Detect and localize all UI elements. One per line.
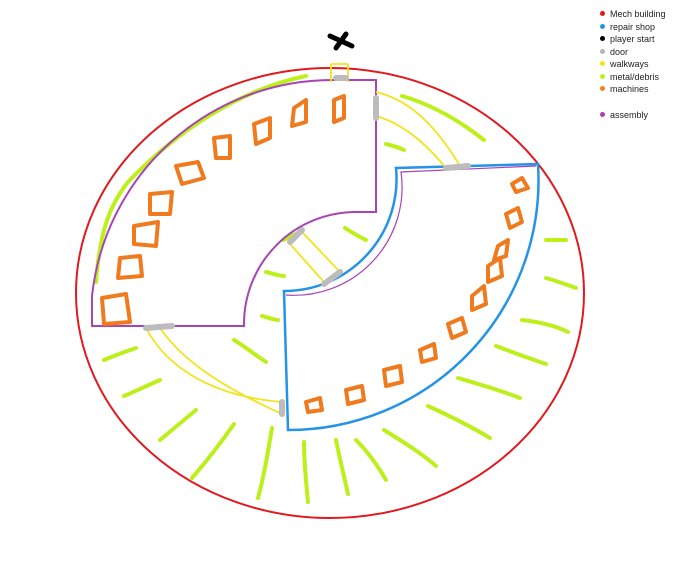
machine xyxy=(418,342,438,364)
walkway-ne-inner xyxy=(375,115,447,169)
legend-label: walkways xyxy=(610,59,649,69)
legend-dot xyxy=(600,48,605,54)
legend-label: Mech building xyxy=(610,9,666,19)
machine xyxy=(382,364,404,388)
door-center-west xyxy=(287,227,305,245)
doors-group xyxy=(143,75,471,417)
legend-item-player-start: player start xyxy=(598,33,694,46)
debris-mark xyxy=(544,276,578,290)
debris-mark xyxy=(343,226,368,242)
legend-dot xyxy=(600,111,605,117)
walkway-center-a xyxy=(301,231,341,273)
walkway-ne-outer xyxy=(375,91,461,167)
debris-mark xyxy=(400,94,486,142)
legend-dot xyxy=(600,61,605,66)
legend-label: machines xyxy=(610,84,649,94)
machine xyxy=(446,316,468,340)
machines-group xyxy=(100,94,530,414)
walkway-sw-outer xyxy=(145,327,283,403)
machine xyxy=(252,116,272,146)
debris-mark xyxy=(520,318,570,334)
machine xyxy=(504,206,524,230)
machine xyxy=(304,396,324,414)
legend-label: metal/debris xyxy=(610,71,660,82)
repair-shop-inner-edge xyxy=(285,165,537,296)
machine xyxy=(492,238,510,262)
machine xyxy=(486,256,504,284)
door-assembly-south xyxy=(143,323,175,331)
mech-building-outline xyxy=(75,67,585,519)
legend-item-repair-shop: repair shop xyxy=(598,21,694,34)
legend-item-metal-debris: metal/debris xyxy=(598,71,694,84)
debris-mark xyxy=(260,314,280,322)
legend-dot xyxy=(600,86,605,91)
machine xyxy=(212,134,232,160)
legend-item-machines: machines xyxy=(598,83,694,96)
debris-mark xyxy=(256,426,274,500)
legend-dot xyxy=(600,73,605,79)
machine xyxy=(290,98,308,128)
repair-shop-outline xyxy=(282,162,540,432)
debris-mark xyxy=(158,408,198,442)
walkway-center-b xyxy=(289,243,325,283)
door-center-east xyxy=(321,269,343,287)
debris-mark xyxy=(494,344,548,366)
machine xyxy=(470,284,488,312)
machine xyxy=(344,384,366,406)
player-start-stroke xyxy=(333,31,349,51)
debris-mark xyxy=(382,428,438,468)
debris-mark xyxy=(302,440,310,504)
legend-dot xyxy=(600,23,605,29)
debris-mark xyxy=(334,438,350,496)
legend-dot xyxy=(600,36,605,41)
legend-label: repair shop xyxy=(610,21,656,32)
legend-item-walkways: walkways xyxy=(598,58,694,71)
debris-mark xyxy=(264,270,286,278)
legend-dot xyxy=(600,11,605,16)
debris-mark xyxy=(190,422,236,480)
player-start-marker xyxy=(327,31,355,51)
debris-mark xyxy=(354,438,388,482)
legend-item-mech-building: Mech building xyxy=(598,8,694,21)
machine xyxy=(148,190,174,216)
door-repair-north xyxy=(443,163,471,171)
legend-label: player start xyxy=(610,34,655,44)
debris-mark xyxy=(122,378,162,398)
walkway-sw-inner xyxy=(159,327,283,415)
machine xyxy=(100,292,132,326)
walkways-group xyxy=(145,63,461,415)
debris-mark xyxy=(456,376,522,400)
machine xyxy=(510,176,530,194)
assembly-building-outline xyxy=(91,78,377,327)
machine xyxy=(132,220,160,248)
legend-label: door xyxy=(610,46,629,57)
debris-mark xyxy=(384,142,406,152)
machine xyxy=(332,94,346,124)
legend-item-door: door xyxy=(598,46,694,59)
map-legend: Mech building repair shop player start d… xyxy=(598,8,694,121)
legend-item-assembly: assembly xyxy=(598,109,694,122)
legend-label: assembly xyxy=(610,109,649,120)
debris-mark xyxy=(102,346,138,362)
machine xyxy=(174,160,206,186)
debris-mark xyxy=(232,338,268,364)
metal-debris-group xyxy=(94,74,578,504)
debris-mark xyxy=(426,404,492,440)
machine xyxy=(116,254,144,280)
